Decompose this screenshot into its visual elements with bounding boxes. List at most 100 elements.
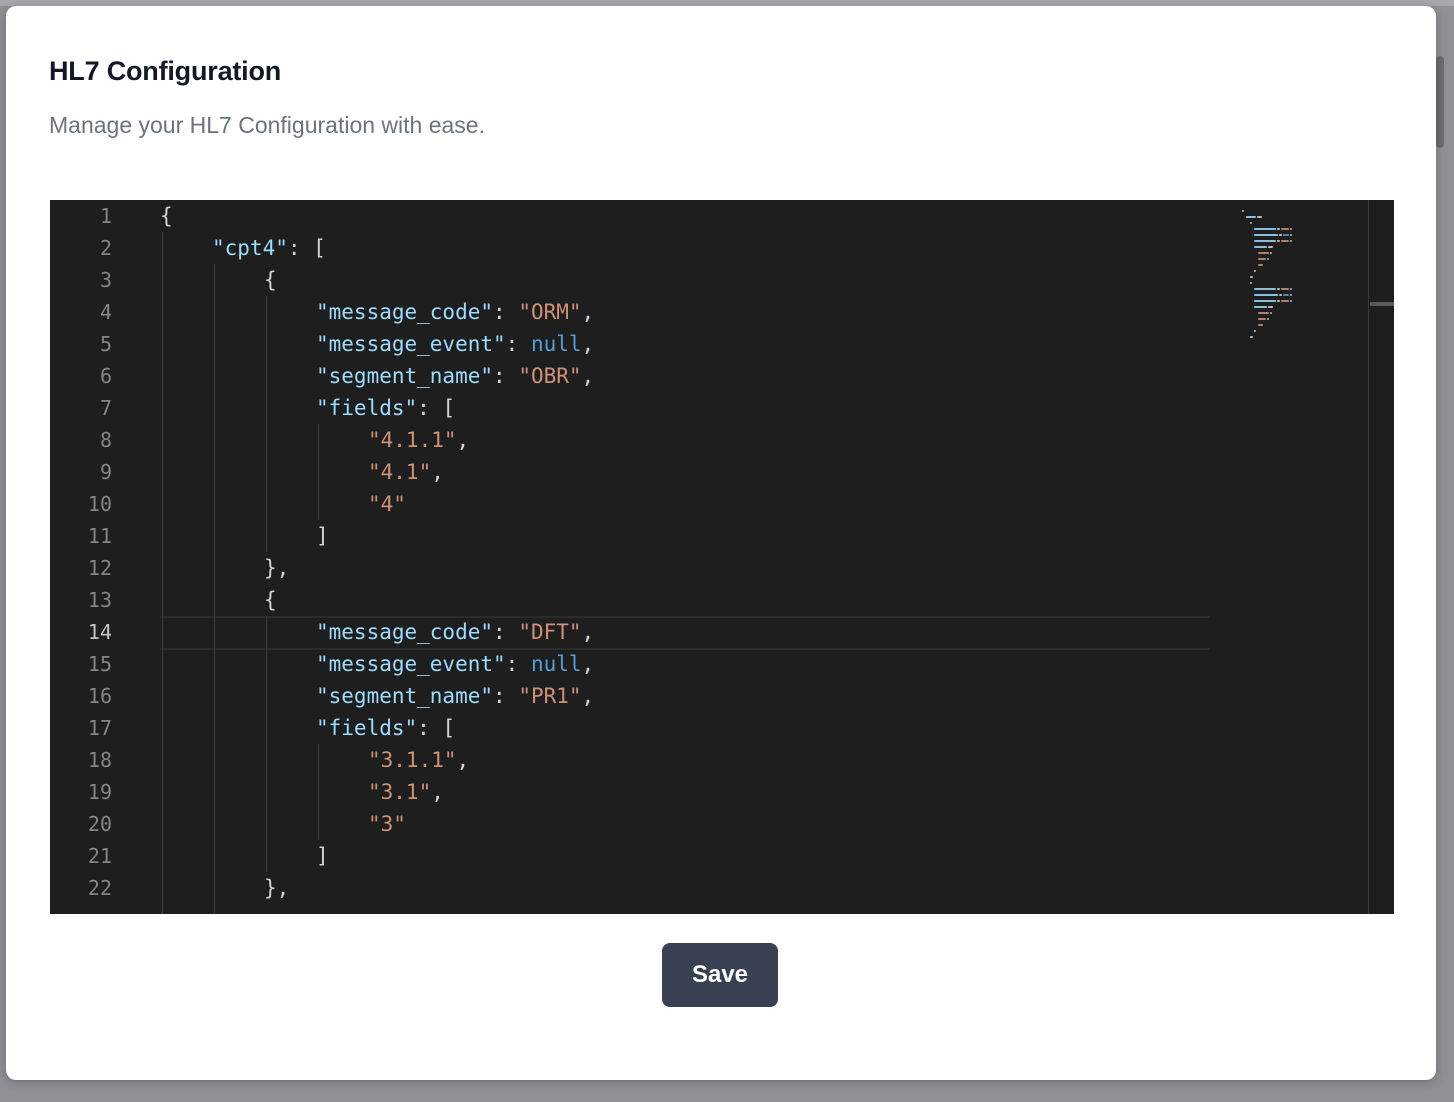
code-token: : (493, 620, 519, 644)
indent-guide (162, 232, 163, 914)
code-line: "segment_name": "OBR", (316, 360, 594, 392)
code-line: }, (264, 552, 289, 584)
line-number: 1 (99, 204, 112, 228)
code-token: ] (316, 524, 329, 548)
line-number: 22 (87, 876, 112, 900)
code-text-area[interactable]: {"cpt4": [{"message_code": "ORM","messag… (160, 200, 1260, 914)
modal-subtitle: Manage your HL7 Configuration with ease. (49, 112, 485, 138)
minimap-token (1257, 216, 1262, 218)
modal-title: HL7 Configuration (49, 56, 282, 86)
editor-scroll-thumb[interactable] (1370, 302, 1394, 306)
minimap-token (1268, 246, 1273, 248)
code-token: { (264, 588, 277, 612)
code-token: "3.1" (368, 780, 432, 804)
page-scrollbar[interactable] (1436, 56, 1444, 148)
minimap-token (1254, 300, 1276, 302)
minimap-token (1290, 228, 1292, 230)
code-token: }, (264, 556, 290, 580)
code-line: "message_code": "DFT", (316, 616, 594, 648)
minimap-token (1254, 330, 1256, 332)
minimap-token (1281, 228, 1289, 230)
code-token: "message_event" (316, 652, 506, 676)
minimap-token (1254, 306, 1267, 308)
minimap-token (1258, 252, 1269, 254)
indent-guide (266, 616, 267, 872)
line-number: 14 (87, 620, 112, 644)
minimap-token (1279, 234, 1282, 236)
minimap-token (1283, 294, 1289, 296)
code-token: "message_event" (316, 332, 506, 356)
minimap-token (1290, 234, 1292, 236)
code-token: : [ (287, 236, 326, 260)
save-button[interactable]: Save (662, 943, 778, 1007)
code-token: "4.1" (368, 460, 432, 484)
code-token: , (581, 620, 595, 644)
code-token: "PR1" (518, 684, 582, 708)
code-token: "4.1.1" (368, 428, 457, 452)
code-token: { (264, 268, 277, 292)
minimap-token (1254, 246, 1267, 248)
code-token: null (530, 332, 582, 356)
code-token: , (456, 748, 470, 772)
minimap-token (1250, 222, 1252, 224)
code-line: "cpt4": [ (212, 232, 326, 264)
line-number: 17 (87, 716, 112, 740)
line-number: 15 (87, 652, 112, 676)
code-line: "segment_name": "PR1", (316, 680, 594, 712)
code-token: "ORM" (518, 300, 582, 324)
line-number: 19 (87, 780, 112, 804)
minimap-token (1258, 318, 1266, 320)
minimap-token (1254, 270, 1256, 272)
code-token: null (530, 652, 582, 676)
minimap-token (1258, 258, 1266, 260)
minimap-token (1258, 324, 1263, 326)
code-token: "3.1.1" (368, 748, 457, 772)
minimap-token (1250, 276, 1253, 278)
code-token: : (505, 652, 531, 676)
code-token: { (160, 204, 173, 228)
backdrop-top-strip (0, 0, 1454, 6)
code-token: "OBR" (518, 364, 582, 388)
minimap-token (1250, 336, 1253, 338)
minimap-token (1277, 240, 1280, 242)
minimap-token (1267, 258, 1269, 260)
code-token: : (493, 684, 519, 708)
code-line: "message_event": null, (316, 328, 594, 360)
line-number: 12 (87, 556, 112, 580)
minimap-token (1254, 234, 1278, 236)
line-number: 21 (87, 844, 112, 868)
code-token: : [ (417, 716, 456, 740)
minimap-token (1267, 318, 1269, 320)
minimap-token (1246, 216, 1256, 218)
code-token: : (505, 332, 531, 356)
line-number: 4 (99, 300, 112, 324)
current-line-highlight (160, 616, 1210, 650)
code-line: "4.1.1", (368, 424, 469, 456)
editor-scroll-track[interactable] (1368, 200, 1369, 914)
code-line: "4.1", (368, 456, 444, 488)
minimap-token (1250, 282, 1252, 284)
minimap-token (1268, 306, 1273, 308)
indent-guide (214, 264, 215, 914)
minimap-token (1283, 234, 1289, 236)
code-token: , (581, 684, 595, 708)
line-number: 18 (87, 748, 112, 772)
indent-guide (318, 424, 319, 520)
line-number: 3 (99, 268, 112, 292)
code-line: "fields": [ (316, 712, 455, 744)
minimap-token (1270, 312, 1272, 314)
code-line: "fields": [ (316, 392, 455, 424)
minimap-token (1277, 288, 1280, 290)
code-line: { (264, 264, 277, 296)
code-token: : [ (417, 396, 456, 420)
code-line: "3.1", (368, 776, 444, 808)
code-line: { (160, 200, 173, 232)
code-token: , (431, 460, 444, 484)
minimap-token (1277, 300, 1280, 302)
code-token: , (456, 428, 470, 452)
editor-minimap[interactable] (1222, 200, 1322, 440)
code-token: , (581, 652, 595, 676)
indent-guide (318, 744, 319, 840)
